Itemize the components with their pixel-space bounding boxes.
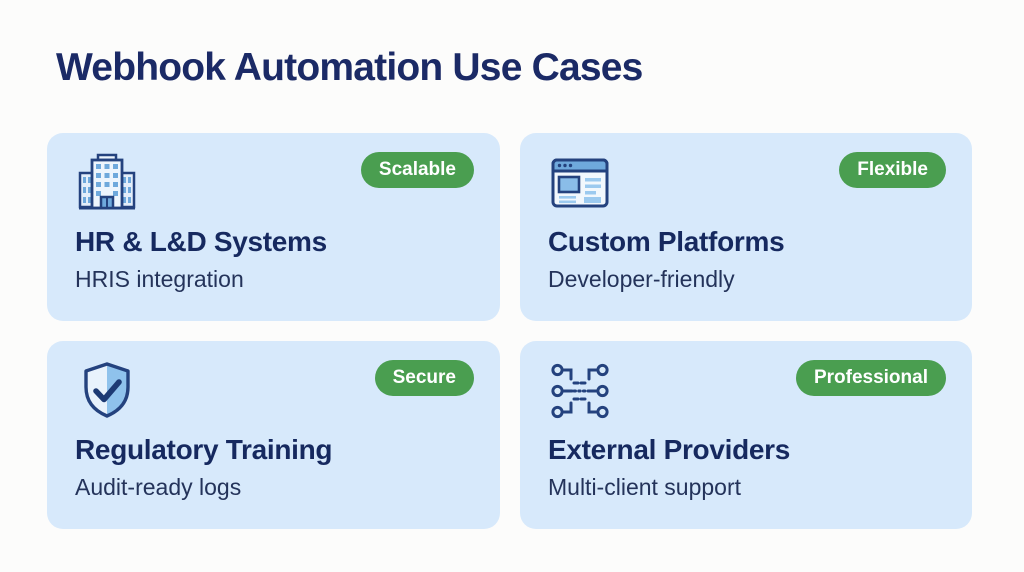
card-subtitle: HRIS integration [75, 266, 244, 292]
shield-check-icon [84, 362, 130, 418]
card-title: HR & L&D Systems [75, 226, 327, 257]
status-badge: Scalable [360, 152, 474, 188]
use-case-grid: HR & L&D Systems HRIS integration Scalab… [47, 133, 972, 529]
card-title: Regulatory Training [75, 434, 333, 465]
card-subtitle: Audit-ready logs [75, 474, 242, 500]
card-title: External Providers [548, 434, 791, 465]
network-nodes-icon [551, 363, 609, 419]
office-building-icon [78, 153, 136, 210]
status-badge: Professional [795, 360, 946, 396]
card-custom-platforms: Custom Platforms Developer-friendly Flex… [520, 133, 972, 321]
card-regulatory-training: Regulatory Training Audit-ready logs Sec… [47, 341, 500, 529]
card-external-providers: External Providers Multi-client support … [520, 341, 972, 529]
browser-window-icon [551, 158, 609, 208]
page-title: Webhook Automation Use Cases [56, 46, 643, 89]
status-badge: Flexible [839, 152, 946, 188]
card-hr-ld-systems: HR & L&D Systems HRIS integration Scalab… [47, 133, 500, 321]
card-subtitle: Multi-client support [548, 474, 742, 500]
card-subtitle: Developer-friendly [548, 266, 735, 292]
status-badge: Secure [374, 360, 474, 396]
card-title: Custom Platforms [548, 226, 785, 257]
